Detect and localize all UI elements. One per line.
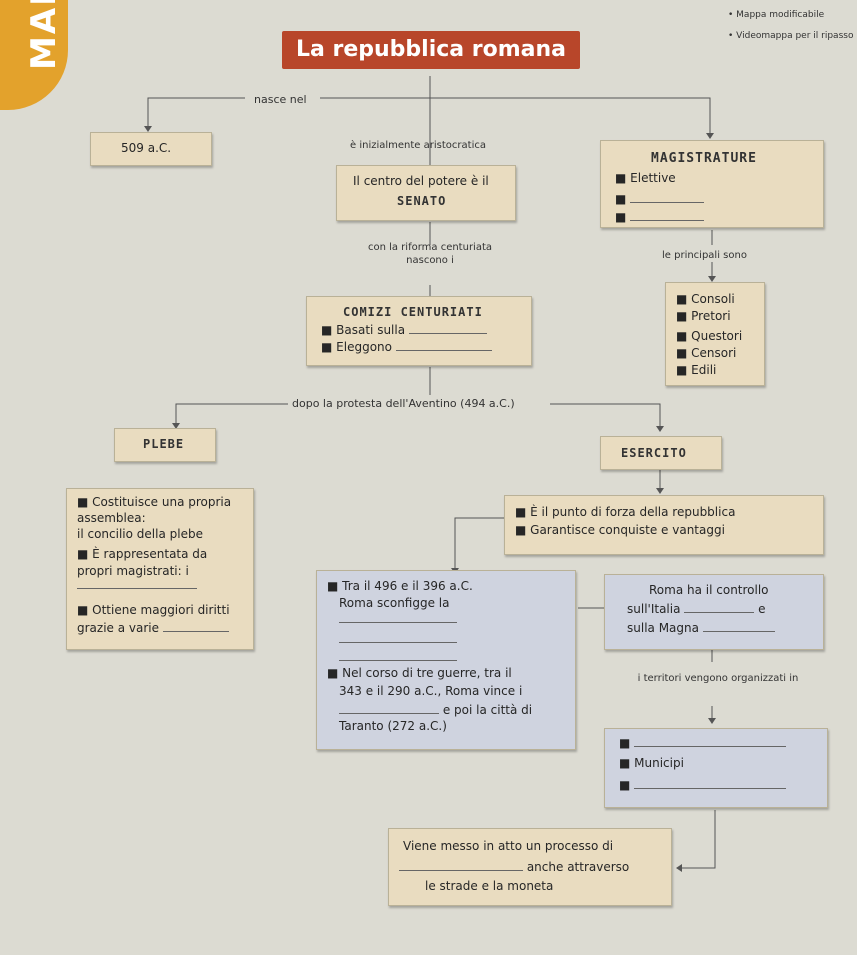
processo-line3: le strade e la moneta [425, 879, 554, 893]
label-principali: le principali sono [662, 250, 747, 261]
page-title: La repubblica romana [282, 31, 580, 69]
municipi-blank1: ■ [619, 735, 787, 751]
municipi-blank2: ■ [619, 777, 787, 793]
conquiste-blank1 [339, 611, 457, 627]
label-riforma: con la riforma centuriata nascono i [367, 242, 493, 266]
senato-title: SENATO [397, 194, 447, 208]
esercito-box: ESERCITO [600, 436, 722, 470]
controllo-line1: Roma ha il controllo [649, 583, 769, 597]
municipi-box: ■ ■ Municipi ■ [604, 728, 828, 808]
plebe-item-diritti: ■ Ottiene maggiori diritti [77, 603, 230, 617]
conquiste-blank2 [339, 631, 457, 647]
magistrato-censori: ■ Censori [676, 346, 737, 360]
magistrature-item-blank2: ■ [615, 209, 705, 225]
plebe-item-diritti-2: grazie a varie [77, 620, 229, 636]
plebe-item-assemblea-2: assemblea: [77, 511, 146, 525]
conquiste-blank3 [339, 649, 457, 665]
plebe-item-magistrati: ■ È rappresentata da [77, 547, 208, 561]
controllo-box: Roma ha il controllo sull'Italia e sulla… [604, 574, 824, 650]
conquiste-item-taranto: Taranto (272 a.C.) [339, 719, 447, 733]
esercito-item-conquiste: ■ Garantisce conquiste e vantaggi [515, 523, 725, 537]
plebe-blank [77, 577, 197, 593]
magistrato-consoli: ■ Consoli [676, 292, 735, 306]
comizi-item-eleggono: ■ Eleggono [321, 339, 492, 355]
conquiste-box: ■ Tra il 496 e il 396 a.C. Roma sconfigg… [316, 570, 576, 750]
magistrato-edili: ■ Edili [676, 363, 717, 377]
link-mappa[interactable]: • Mappa modificabile [728, 10, 825, 20]
plebe-list-box: ■ Costituisce una propria assemblea: il … [66, 488, 254, 650]
controllo-line3: sulla Magna [627, 620, 775, 636]
comizi-item-basati: ■ Basati sulla [321, 322, 487, 338]
conquiste-item-496-2: Roma sconfigge la [339, 596, 450, 610]
comizi-title: COMIZI CENTURIATI [343, 305, 483, 319]
plebe-item-concilio: il concilio della plebe [77, 527, 203, 541]
magistrature-box: MAGISTRATURE ■ Elettive ■ ■ [600, 140, 824, 228]
plebe-box: PLEBE [114, 428, 216, 462]
plebe-item-magistrati-2: propri magistrati: i [77, 564, 189, 578]
processo-line2: anche attraverso [399, 859, 629, 875]
processo-line1: Viene messo in atto un processo di [403, 839, 614, 853]
senato-box: Il centro del potere è il SENATO [336, 165, 516, 221]
magistrature-item-blank1: ■ [615, 191, 705, 207]
municipi-item: ■ Municipi [619, 756, 684, 770]
conquiste-item-guerre-2: 343 e il 290 a.C., Roma vince i [339, 684, 523, 698]
label-inizialmente: è inizialmente aristocratica [350, 140, 486, 151]
conquiste-item-guerre-3: e poi la città di [339, 702, 532, 718]
conquiste-item-496: ■ Tra il 496 e il 396 a.C. [327, 579, 473, 593]
magistrato-pretori: ■ Pretori [676, 309, 731, 323]
link-videomappa[interactable]: • Videomappa per il ripasso [728, 31, 854, 41]
magistrature-title: MAGISTRATURE [651, 151, 757, 166]
esercito-title: ESERCITO [621, 446, 687, 460]
label-aventino: dopo la protesta dell'Aventino (494 a.C.… [292, 397, 515, 410]
controllo-line2: sull'Italia e [627, 602, 766, 616]
senato-line1: Il centro del potere è il [353, 174, 489, 188]
magistrato-questori: ■ Questori [676, 329, 743, 343]
magistrature-item-elettive: ■ Elettive [615, 171, 676, 185]
conquiste-item-guerre: ■ Nel corso di tre guerre, tra il [327, 666, 512, 680]
plebe-item-assemblea: ■ Costituisce una propria [77, 495, 232, 509]
esercito-list-box: ■ È il punto di forza della repubblica ■… [504, 495, 824, 555]
date-box: 509 a.C. [90, 132, 212, 166]
date-text: 509 a.C. [121, 141, 172, 155]
magistrati-box: ■ Consoli ■ Pretori ■ Questori ■ Censori… [665, 282, 765, 386]
processo-box: Viene messo in atto un processo di anche… [388, 828, 672, 906]
label-nasce-nel: nasce nel [254, 93, 307, 106]
label-territori: i territori vengono organizzati in [637, 673, 799, 684]
plebe-title: PLEBE [143, 437, 185, 451]
esercito-item-forza: ■ È il punto di forza della repubblica [515, 505, 736, 519]
comizi-box: COMIZI CENTURIATI ■ Basati sulla ■ Elegg… [306, 296, 532, 366]
corner-links: • Mappa modificabile • Videomappa per il… [728, 10, 853, 42]
